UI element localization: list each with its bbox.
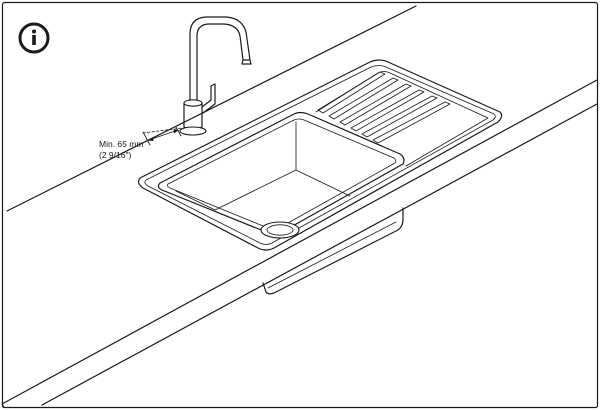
- sink-outer-rim: [137, 59, 503, 251]
- drainer-board: [315, 71, 489, 167]
- sink-bowl-underside: [262, 207, 404, 295]
- countertop-front-edge: [1, 79, 598, 408]
- drainer-grooves: [317, 71, 451, 144]
- dimension-label-metric: Min. 65 mm: [99, 139, 143, 149]
- drain-icon: [260, 221, 300, 239]
- countertop-back-edge: [6, 5, 417, 212]
- faucet: [179, 16, 252, 136]
- sink-basin: [157, 111, 405, 235]
- info-circle-icon: [18, 22, 50, 54]
- dimension-marker: [142, 126, 184, 146]
- dimension-label-imperial: (2 9/16"): [99, 150, 131, 160]
